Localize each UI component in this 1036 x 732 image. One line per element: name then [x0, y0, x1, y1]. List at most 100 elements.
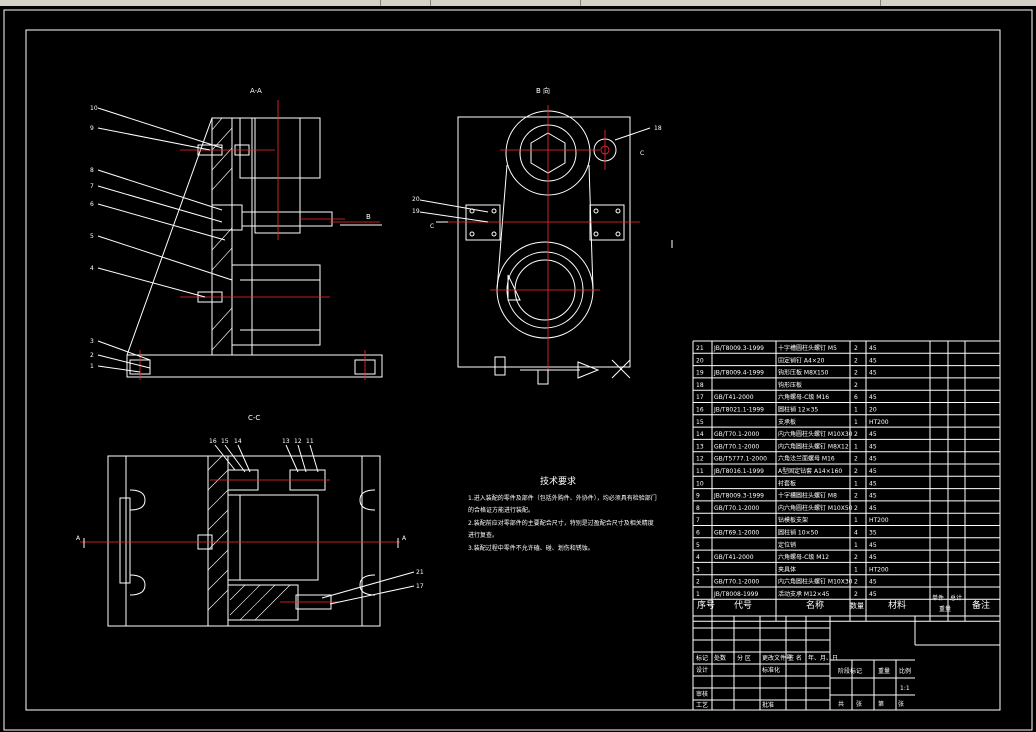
bom-cell-name: A型固定钻套 A14×160	[778, 467, 842, 475]
bom-header: 序号 代号 名称 数量 材料 单件 总计 重量 备注	[697, 594, 990, 613]
bom-cell-qty: 1	[854, 517, 858, 524]
label-c-c: C-C	[248, 414, 260, 422]
tech-req-line: 3.装配过程中零件不允许磕、碰、划伤和锈蚀。	[468, 544, 594, 552]
tb-weight: 重量	[878, 667, 890, 675]
bom-cell-mat: 45	[869, 554, 877, 561]
bom-cell-mat: 45	[869, 579, 877, 586]
bom-cell-no: 9	[696, 493, 700, 500]
leader-num: 14	[234, 438, 242, 445]
bom-cell-mat: 45	[869, 468, 877, 475]
bom-cell-name: 六角螺母-C级 M16	[778, 393, 829, 401]
tb-scale: 比例	[899, 667, 911, 675]
bom-cell-no: 10	[696, 480, 704, 487]
bom-cell-no: 1	[696, 591, 700, 598]
tb-sheet-word2: 张	[898, 700, 904, 708]
leader-num: 1	[90, 363, 94, 370]
bom-cell-no: 7	[696, 517, 700, 524]
bom-cell-qty: 1	[854, 443, 858, 450]
bom-cell-mat: 20	[869, 407, 877, 414]
bom-header-mat: 材料	[888, 599, 906, 611]
label-b-arrow: B	[366, 213, 371, 221]
bom-header-weight-single: 单件	[932, 594, 944, 602]
bom-cell-name: 夹具体	[778, 565, 796, 573]
bom-cell-mat: 45	[869, 370, 877, 377]
bom-cell-no: 4	[696, 554, 700, 561]
label-b-dir: B 向	[536, 86, 550, 95]
bom-cell-name: 内六角圆柱头螺钉 M10X50	[778, 504, 853, 512]
bom-cell-qty: 2	[854, 370, 858, 377]
bom-cell-name: 内六角圆柱头螺钉 M10X30	[778, 430, 853, 438]
bom-cell-name: 内六角圆柱头螺钉 M8X12	[778, 442, 849, 450]
rib-line	[126, 117, 213, 356]
leader-num: 15	[221, 438, 229, 445]
tech-req-title: 技术要求	[540, 475, 576, 487]
bom-cell-no: 21	[696, 345, 704, 352]
bom-cell-mat: 45	[869, 480, 877, 487]
bom-cell-qty: 4	[854, 530, 858, 537]
outer-border	[3, 9, 1033, 731]
bom-cell-code: GB/T70.1-2000	[714, 443, 759, 450]
bom-cell-no: 2	[696, 579, 700, 586]
bom-cell-qty: 2	[854, 382, 858, 389]
leader-num: 16	[209, 438, 217, 445]
bom-cell-no: 12	[696, 456, 704, 463]
bom-cell-qty: 2	[854, 468, 858, 475]
bom-cell-qty: 1	[854, 542, 858, 549]
bom-cell-mat: HT200	[869, 517, 889, 524]
tech-req-line: 进行复查。	[468, 531, 498, 539]
bom-cell-qty: 2	[854, 579, 858, 586]
tech-req-line: 2.装配前应对零部件的主要配合尺寸，特别是过盈配合尺寸及相关精度	[468, 519, 654, 527]
bom-cell-code: JB/T8009.3-1999	[713, 345, 764, 352]
leaders-a-a	[97, 107, 233, 373]
bom-cell-code: GB/T69.1-2000	[714, 530, 759, 537]
bom-cell-no: 18	[696, 382, 704, 389]
leader-num: 6	[90, 201, 94, 208]
bom-cell-name: 六角螺母-C级 M12	[778, 553, 829, 561]
bom-header-qty: 数量	[850, 601, 864, 610]
leader-num: 20	[412, 196, 420, 203]
label-a-left: A	[76, 535, 81, 542]
base-plate	[126, 354, 383, 378]
bom-header-remark: 备注	[972, 599, 990, 611]
bom-cell-no: 3	[696, 566, 700, 573]
bom-cell-mat: 45	[869, 431, 877, 438]
view-b: B 向 C C	[412, 86, 673, 385]
bom-header-weight-total: 总计	[950, 594, 962, 602]
bom-header-name: 名称	[806, 599, 824, 611]
bom-cell-mat: 45	[869, 505, 877, 512]
bom-cell-code: GB/T5777.1-2000	[714, 456, 767, 463]
window-titlebar-strip	[0, 0, 1036, 6]
label-c-mark-right: C	[640, 150, 644, 157]
bom-cell-mat: 45	[869, 456, 877, 463]
bom-cell-name: 钩形压板	[778, 381, 802, 389]
bom-cell-code: JB/T8008-1999	[713, 591, 758, 598]
tb-approve: 批准	[762, 701, 774, 709]
leader-num: 10	[90, 105, 98, 112]
bom-cell-code: GB/T41-2000	[714, 554, 754, 561]
leader-num: 4	[90, 265, 94, 272]
bom-cell-name: 六角法兰面螺母 M16	[778, 455, 835, 463]
bom-cell-no: 8	[696, 505, 700, 512]
bom-cell-mat: 45	[869, 591, 877, 598]
bom-cell-qty: 2	[854, 505, 858, 512]
bom-cell-name: 圆柱销 10×50	[778, 529, 818, 537]
leader-num: 2	[90, 352, 94, 359]
bom-cell-no: 15	[696, 419, 704, 426]
bom-cell-qty: 1	[854, 407, 858, 414]
bom-cell-no: 14	[696, 431, 704, 438]
clamp-left	[465, 204, 501, 241]
bom-cell-qty: 2	[854, 554, 858, 561]
bom-cell-qty: 1	[854, 419, 858, 426]
tb-count: 处数	[714, 654, 726, 662]
label-a-right: A	[402, 535, 407, 542]
bom-cell-no: 11	[696, 468, 704, 475]
tech-requirements: 技术要求 1.进入装配的零件及部件（包括外购件、外协件），均必须具有检验部门 的…	[468, 475, 657, 552]
bom-cell-code: JB/T8021.1-1999	[713, 407, 764, 414]
bom-cell-name: 十字槽圆柱头螺钉 M8	[778, 492, 837, 500]
bom-cell-qty: 2	[854, 493, 858, 500]
leader-num: 18	[654, 125, 662, 132]
view-c-c: C-C	[76, 414, 424, 627]
bom-cell-no: 19	[696, 370, 704, 377]
